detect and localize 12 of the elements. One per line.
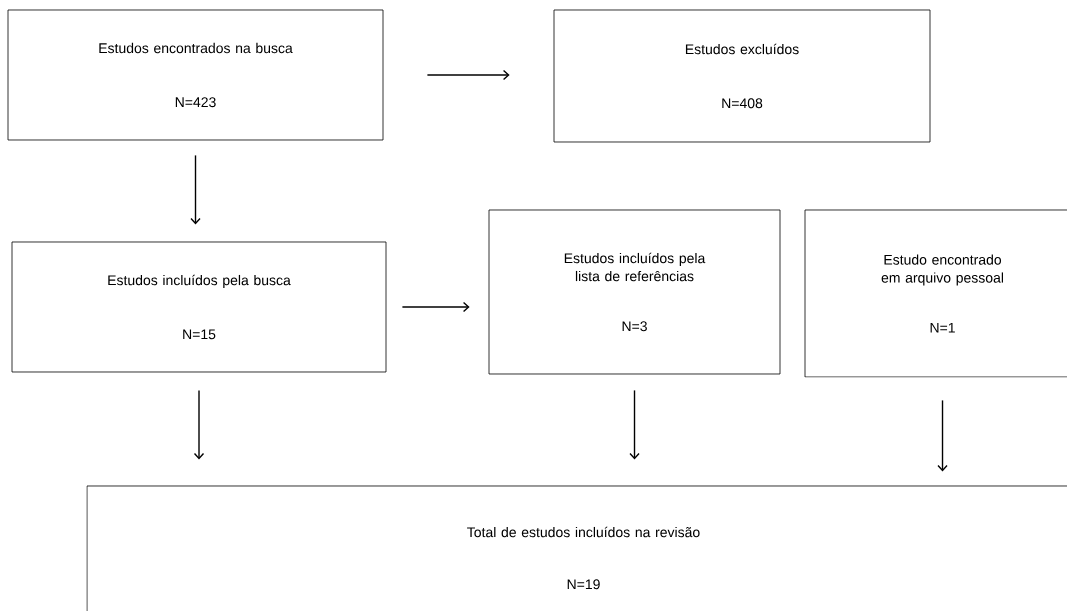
process-box: Estudos incluídos pela busca N=15 [11,241,387,373]
process-box: Estudo encontrado em arquivo pessoal N=1 [804,209,1067,378]
arrow [629,389,640,460]
arrow [401,301,470,313]
arrow [937,399,948,472]
arrow [426,69,510,81]
process-box: Estudos excluídos N=408 [553,9,931,143]
process-box: Estudos encontrados na busca N=423 [7,9,384,141]
process-box: Estudos incluídos pela lista de referências N=3 [488,209,781,375]
arrow [190,154,201,225]
arrow [193,389,205,460]
process-box: Total de estudos incluídos na revisão N=19 [86,485,1067,611]
